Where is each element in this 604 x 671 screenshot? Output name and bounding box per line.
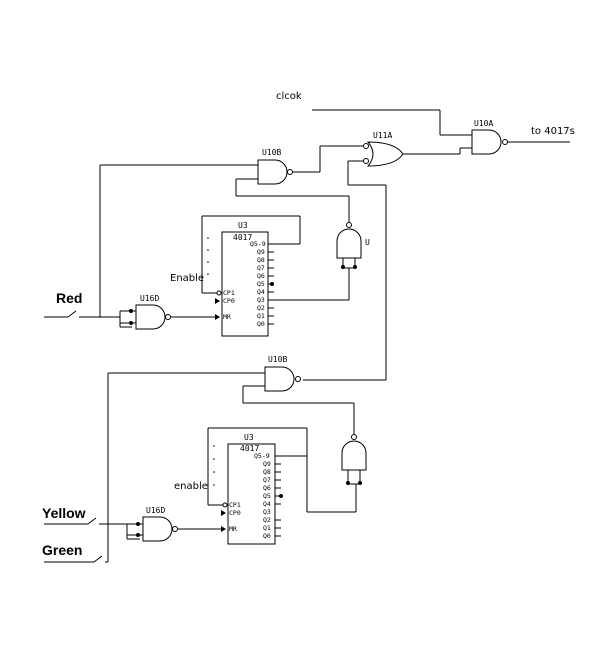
- svg-text:Q2: Q2: [257, 304, 265, 312]
- svg-text:MR: MR: [223, 313, 231, 321]
- svg-text:Q4: Q4: [257, 288, 265, 296]
- counter-lower-output-pins: Q5-9 Q9 Q8 Q7 Q6 Q5 Q4 Q3 Q2 Q1 Q0: [254, 452, 283, 540]
- red-switch[interactable]: [44, 310, 120, 318]
- wire-feedback-u10b-top: [235, 178, 350, 215]
- counter-upper-output-pins: Q5-9 Q9 Q8 Q7 Q6 Q5 Q4 Q3 Q2 Q1 Q0: [250, 240, 276, 328]
- svg-text:Q1: Q1: [257, 312, 265, 320]
- gate-label-u10b-bottom: U10B: [268, 355, 287, 364]
- wire-cp1-loop-lower: [207, 427, 308, 506]
- svg-text:Q5: Q5: [263, 492, 271, 500]
- svg-text:Q8: Q8: [263, 468, 271, 476]
- yellow-label: Yellow: [42, 505, 86, 521]
- svg-text:MR: MR: [229, 525, 237, 533]
- svg-text:Q0: Q0: [257, 320, 265, 328]
- counter-ref-lower: U3: [244, 433, 254, 442]
- or-gate-u11a: [363, 141, 404, 167]
- svg-text:Q2: Q2: [263, 516, 271, 524]
- counter-ref-upper: U3: [238, 221, 248, 230]
- svg-text:Q0: Q0: [263, 532, 271, 540]
- svg-text:CP0: CP0: [223, 297, 235, 305]
- gate-label-u10a: U10A: [474, 119, 493, 128]
- red-label: Red: [56, 290, 82, 306]
- and-gate-u10b-top: [257, 159, 293, 185]
- enable-label-upper: Enable: [170, 273, 204, 284]
- wire-u11a-to-u10a: [403, 147, 472, 155]
- gate-label-u16d-bottom: U16D: [146, 506, 165, 515]
- wire-cp1-loop-upper: [201, 215, 301, 294]
- gate-label-u-upper: U: [365, 238, 370, 247]
- svg-text:Q7: Q7: [263, 476, 271, 484]
- wire-feedback-u10b-bottom: [242, 385, 355, 430]
- gate-label-u11a: U11A: [373, 131, 392, 140]
- svg-text:Q3: Q3: [263, 508, 271, 516]
- svg-text:CP1: CP1: [223, 289, 235, 297]
- svg-text:Q6: Q6: [257, 272, 265, 280]
- svg-text:Q6: Q6: [263, 484, 271, 492]
- green-switch[interactable]: [44, 555, 108, 563]
- svg-text:Q9: Q9: [263, 460, 271, 468]
- counter-4017-lower: [227, 443, 276, 545]
- counter-part-upper: 4017: [233, 233, 252, 242]
- svg-text:Q5: Q5: [257, 280, 265, 288]
- svg-text:Q9: Q9: [257, 248, 265, 256]
- svg-text:Q4: Q4: [263, 500, 271, 508]
- gate-label-u10b-top: U10B: [262, 148, 281, 157]
- svg-text:Q3: Q3: [257, 296, 265, 304]
- gate-label-u16d-top: U16D: [140, 294, 159, 303]
- yellow-switch[interactable]: [44, 517, 127, 525]
- svg-text:CP1: CP1: [229, 501, 241, 509]
- svg-text:Q1: Q1: [263, 524, 271, 532]
- nand-gate-u16d-bottom: [126, 516, 178, 542]
- wire-yellow-to-u10b-bottom: [107, 372, 265, 562]
- svg-text:Q8: Q8: [257, 256, 265, 264]
- green-label: Green: [42, 542, 82, 558]
- wire-u10b-top-to-u11a: [292, 145, 363, 173]
- wire-u11a-to-u10b-bottom: [303, 160, 387, 381]
- counter-lower-input-pins: CP1 CP0 MR: [221, 501, 241, 533]
- nand-gate-u16d-top: [119, 304, 171, 330]
- and-gate-u10b-bottom: [264, 366, 301, 392]
- svg-text:CP0: CP0: [229, 509, 241, 517]
- enable-dots-lower: [213, 445, 215, 486]
- wire-q2-to-nand-lower: [306, 456, 356, 513]
- clock-label: clcok: [276, 91, 302, 102]
- svg-text:Q5-9: Q5-9: [250, 240, 266, 248]
- enable-label-lower: enable: [174, 481, 208, 492]
- output-label-to-4017s: to 4017s: [531, 126, 575, 137]
- svg-text:Q7: Q7: [257, 264, 265, 272]
- nand-gate-u-upper: [336, 215, 362, 300]
- enable-dots-upper: [207, 237, 209, 275]
- counter-upper-input-pins: CP1 CP0 MR: [215, 289, 235, 321]
- counter-part-lower: 4017: [240, 444, 259, 453]
- and-gate-u10a: [466, 129, 508, 155]
- wire-red-to-u10b-top: [99, 164, 258, 317]
- nand-gate-lower: [341, 430, 367, 512]
- svg-text:Q5-9: Q5-9: [254, 452, 270, 460]
